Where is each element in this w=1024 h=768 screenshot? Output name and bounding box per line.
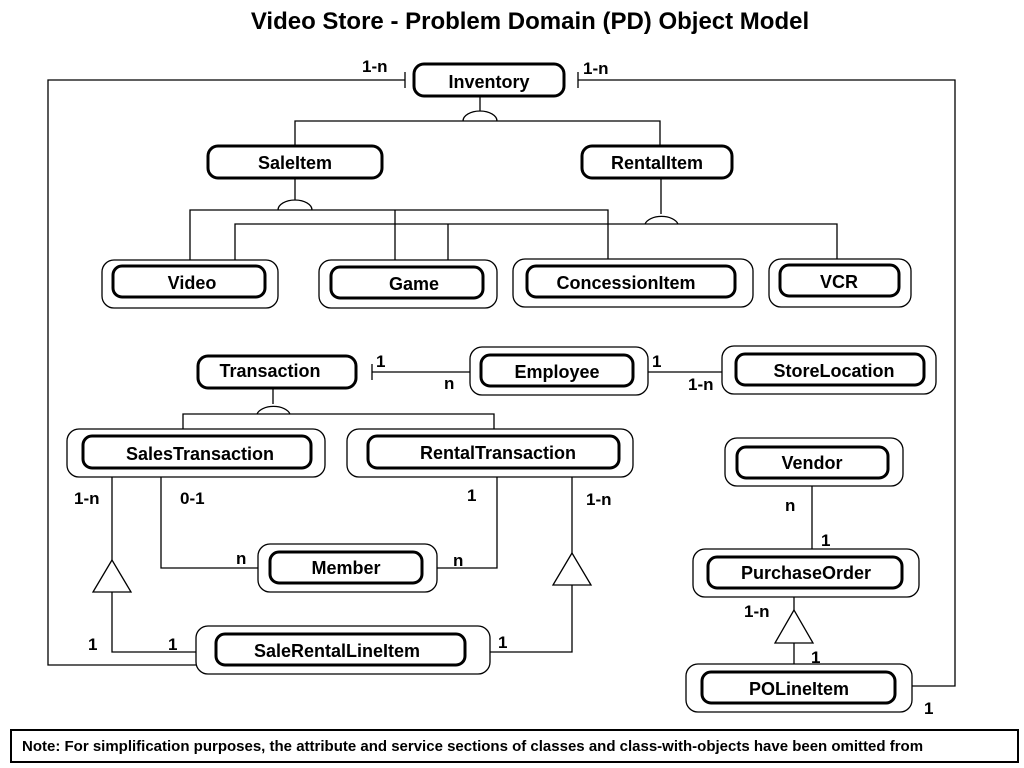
class-rentalitem: RentalItem	[580, 144, 734, 180]
mult-srli-right-1: 1	[498, 633, 507, 652]
sales-aggregation-line	[111, 476, 196, 653]
rentalitem-generalization-line	[234, 178, 838, 262]
transaction-generalization-line	[182, 388, 495, 432]
inventory-left-loop-line	[47, 72, 406, 666]
class-with-objects-rentaltransaction: RentalTransaction	[346, 428, 634, 478]
rental-aggregation-line	[490, 476, 573, 653]
mult-vendor-po-n: n	[785, 496, 795, 515]
class-with-objects-employee: Employee	[469, 346, 649, 396]
svg-text:Inventory: Inventory	[448, 72, 529, 92]
svg-text:Vendor: Vendor	[781, 453, 842, 473]
connectors	[47, 72, 956, 687]
class-with-objects-member: Member	[257, 543, 438, 593]
class-saleitem: SaleItem	[206, 144, 384, 180]
mult-sales-member-01: 0-1	[180, 489, 205, 508]
class-with-objects-vendor: Vendor	[724, 437, 904, 487]
mult-srli-left-1b: 1	[168, 635, 177, 654]
mult-rental-member-1: 1	[467, 486, 476, 505]
class-with-objects-concessionitem: ConcessionItem	[512, 258, 754, 308]
svg-text:Video: Video	[168, 273, 217, 293]
diagram-title: Video Store - Problem Domain (PD) Object…	[250, 8, 810, 35]
class-transaction: Transaction	[196, 354, 358, 390]
class-with-objects-vcr: VCR	[768, 258, 912, 308]
svg-text:PurchaseOrder: PurchaseOrder	[741, 563, 871, 583]
mult-inventory-left: 1-n	[362, 57, 388, 76]
svg-text:StoreLocation: StoreLocation	[773, 361, 894, 381]
svg-text:VCR: VCR	[820, 272, 858, 292]
svg-text:Employee: Employee	[514, 362, 599, 382]
mult-transaction-employee-1: 1	[376, 352, 385, 371]
class-with-objects-purchaseorder: PurchaseOrder	[692, 548, 920, 598]
svg-text:ConcessionItem: ConcessionItem	[556, 273, 695, 293]
class-with-objects-polineitem: POLineItem	[685, 663, 913, 713]
mult-poline-po-1: 1	[811, 648, 820, 667]
mult-po-line-1n: 1-n	[744, 602, 770, 621]
sales-member-line	[160, 476, 260, 569]
svg-text:SaleRentalLineItem: SaleRentalLineItem	[254, 641, 420, 661]
class-with-objects-game: Game	[318, 259, 498, 309]
svg-text:RentalItem: RentalItem	[611, 153, 703, 173]
svg-text:POLineItem: POLineItem	[749, 679, 849, 699]
mult-employee-store-1: 1	[652, 352, 661, 371]
class-inventory: Inventory	[412, 62, 566, 98]
transaction-employee-line	[371, 364, 470, 380]
svg-text:Member: Member	[311, 558, 380, 578]
po-aggregation-triangle	[773, 608, 815, 644]
mult-employee-store-1n: 1-n	[688, 375, 714, 394]
rental-aggregation-triangle	[551, 551, 593, 586]
rental-member-line	[437, 476, 498, 569]
mult-vendor-po-1: 1	[821, 531, 830, 550]
mult-transaction-employee-n: n	[444, 374, 454, 393]
sales-aggregation-triangle	[91, 558, 133, 593]
saleitem-generalization-line	[189, 178, 609, 262]
svg-text:Transaction: Transaction	[219, 361, 320, 381]
inventory-right-loop-line	[577, 72, 956, 687]
note-box: Note: For simplification purposes, the a…	[10, 729, 1019, 763]
mult-srli-left-1: 1	[88, 635, 97, 654]
class-with-objects-storelocation: StoreLocation	[721, 345, 937, 395]
mult-poline-inventory-1: 1	[924, 699, 933, 718]
mult-sales-line-1n: 1-n	[74, 489, 100, 508]
class-with-objects-salestransaction: SalesTransaction	[66, 428, 326, 478]
svg-text:SalesTransaction: SalesTransaction	[126, 444, 274, 464]
note-text: Note: For simplification purposes, the a…	[22, 738, 924, 755]
svg-text:SaleItem: SaleItem	[258, 153, 332, 173]
inventory-generalization-line	[294, 97, 661, 147]
mult-rental-line-1n: 1-n	[586, 490, 612, 509]
class-with-objects-video: Video	[101, 259, 279, 309]
svg-text:RentalTransaction: RentalTransaction	[420, 443, 576, 463]
class-with-objects-salerentallineitem: SaleRentalLineItem	[195, 625, 491, 675]
multiplicity-labels: 1-n 1-n 1 n 1 1-n 1-n 0-1 1 1-n n 1 n n …	[74, 57, 933, 718]
mult-member-sales-n: n	[236, 549, 246, 568]
svg-text:Game: Game	[389, 274, 439, 294]
mult-inventory-right: 1-n	[583, 59, 609, 78]
mult-member-rental-n: n	[453, 551, 463, 570]
